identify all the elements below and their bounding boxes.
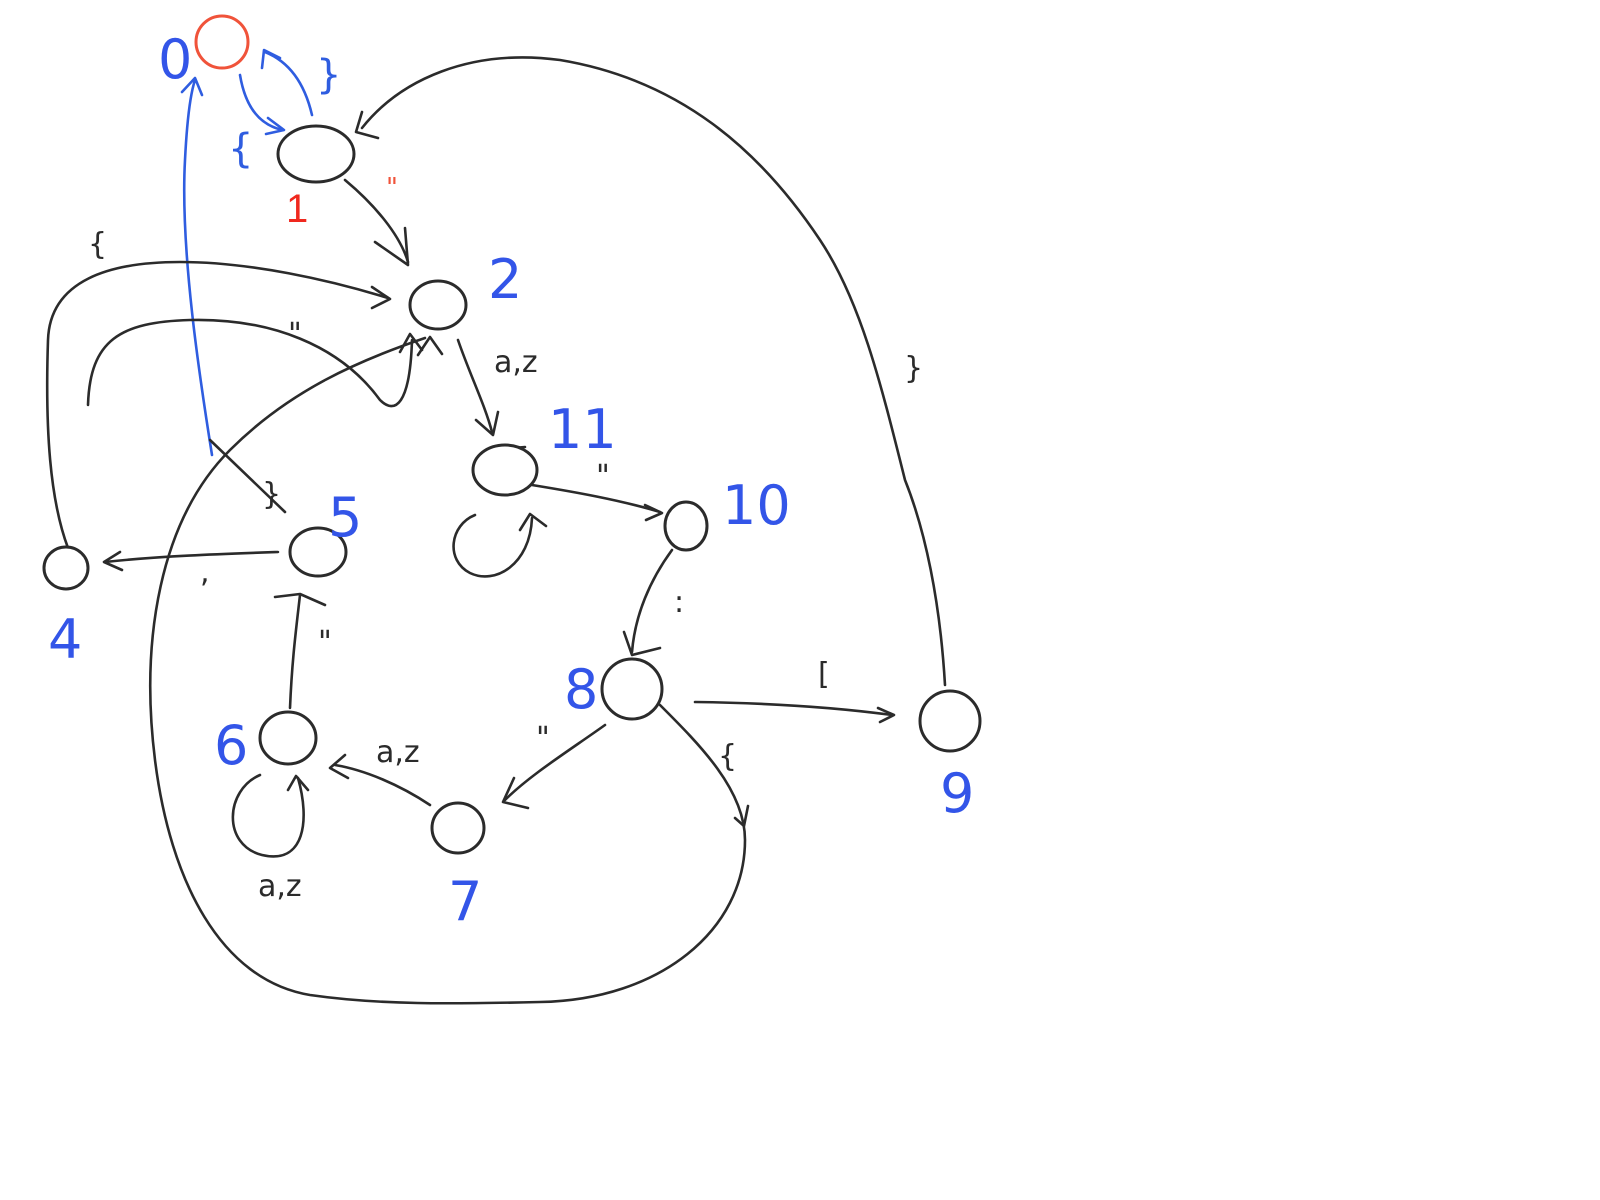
edge-s6-loop bbox=[231, 773, 305, 858]
state-s0-label: 0 bbox=[158, 28, 192, 91]
state-s10-label: 10 bbox=[722, 474, 791, 537]
state-s8-label: 8 bbox=[564, 658, 598, 721]
edge-s10-to-s8 bbox=[630, 548, 674, 654]
edge-label-s0-to-s1: { bbox=[228, 126, 253, 172]
arrowhead-s1-to-s0 bbox=[260, 48, 282, 70]
state-s5-node bbox=[288, 526, 348, 578]
arrowhead-s0-to-s1 bbox=[264, 116, 286, 136]
state-s7-label: 7 bbox=[448, 870, 482, 933]
edge-s4-to-s2 bbox=[45, 260, 390, 550]
arrowhead-s5-to-s4 bbox=[102, 550, 124, 572]
arrowhead-s8-to-s2-mid bbox=[733, 804, 750, 828]
edge-s11-loop bbox=[452, 513, 534, 578]
edge-s7-to-s6 bbox=[333, 763, 432, 807]
arrowhead-s1-to-s2 bbox=[373, 226, 410, 267]
edge-label-s8-to-s9: [ bbox=[818, 657, 830, 692]
arrowhead-s8-to-s7 bbox=[501, 776, 530, 810]
edge-s5-to-s0-tail bbox=[208, 438, 287, 514]
state-s11-label: 11 bbox=[548, 398, 617, 461]
state-s5-label: 5 bbox=[328, 486, 362, 549]
edge-s2-to-s11 bbox=[456, 338, 494, 434]
edge-s4-inner-to-s2 bbox=[86, 318, 414, 408]
state-s9-label: 9 bbox=[940, 762, 974, 825]
arrowhead-s7-to-s6 bbox=[328, 753, 350, 780]
state-s2-label: 2 bbox=[488, 248, 522, 311]
state-s4-label: 4 bbox=[48, 608, 82, 671]
edge-label-s8-to-s2: { bbox=[718, 739, 737, 774]
edge-label-s5-to-s2: " bbox=[288, 317, 302, 352]
arrowhead-s9-to-s1 bbox=[354, 110, 380, 140]
arrowhead-s10-to-s8 bbox=[622, 630, 662, 657]
edge-label-s2-to-s11: a,z bbox=[494, 345, 538, 380]
edge-label-s1-to-s0: } bbox=[316, 52, 341, 98]
edge-s8-to-s9 bbox=[693, 700, 894, 717]
arrowhead-s6-to-s5 bbox=[273, 592, 327, 607]
arrowhead-s2-to-s11 bbox=[474, 410, 500, 437]
state-s0-node bbox=[194, 14, 250, 70]
state-s1-node bbox=[276, 124, 356, 184]
edge-s1-to-s2 bbox=[343, 178, 410, 264]
state-s10-node bbox=[663, 500, 709, 552]
state-s7-node bbox=[430, 801, 486, 855]
arrowhead-s5-to-s0 bbox=[180, 76, 204, 97]
edge-label-s8-to-s7: " bbox=[536, 721, 550, 756]
edge-label-s5-to-s0: } bbox=[262, 477, 281, 512]
state-s9-node bbox=[918, 689, 982, 753]
edge-label-s11-to-s10: " bbox=[596, 459, 610, 494]
state-s4-node bbox=[42, 545, 90, 591]
edge-label-s9-to-s1: } bbox=[904, 351, 923, 386]
edge-s9-to-s1 bbox=[360, 56, 947, 687]
state-s8-node bbox=[600, 657, 664, 721]
edge-s0-to-s1 bbox=[238, 73, 285, 132]
arrowhead-s11-loop bbox=[518, 512, 548, 532]
edge-label-s5-to-s4: , bbox=[200, 555, 210, 590]
edge-label-s4-to-s2: { bbox=[88, 227, 107, 262]
arrowhead-s8-to-s2 bbox=[416, 335, 444, 357]
state-s6-label: 6 bbox=[214, 714, 248, 777]
edge-label-s7-to-s6: a,z bbox=[376, 735, 420, 770]
edge-label-s6-to-s5: " bbox=[318, 625, 332, 660]
edge-label-s6-loop: a,z bbox=[258, 869, 302, 904]
state-s11-node bbox=[471, 443, 539, 497]
edge-s5-to-s4 bbox=[103, 550, 280, 564]
arrowhead-s6-loop bbox=[286, 774, 310, 792]
edge-s8-to-s7 bbox=[503, 723, 607, 802]
edge-s8-to-s2 bbox=[149, 336, 747, 1005]
edge-label-s10-to-s8: : bbox=[674, 585, 684, 620]
state-s2-node bbox=[408, 279, 468, 331]
arrowhead-s8-to-s9 bbox=[876, 706, 896, 724]
state-s1-label: 1 bbox=[286, 187, 308, 231]
arrowhead-s4-to-s2 bbox=[370, 285, 392, 310]
arrowhead-s11-to-s10 bbox=[643, 503, 664, 522]
edge-s6-to-s5 bbox=[288, 593, 302, 710]
edge-s5-to-s0 bbox=[182, 78, 214, 457]
edge-s1-to-s0 bbox=[263, 50, 314, 117]
state-s6-node bbox=[258, 710, 318, 766]
edge-label-s1-to-s2: " bbox=[386, 173, 398, 203]
edge-s11-to-s10 bbox=[530, 483, 662, 514]
